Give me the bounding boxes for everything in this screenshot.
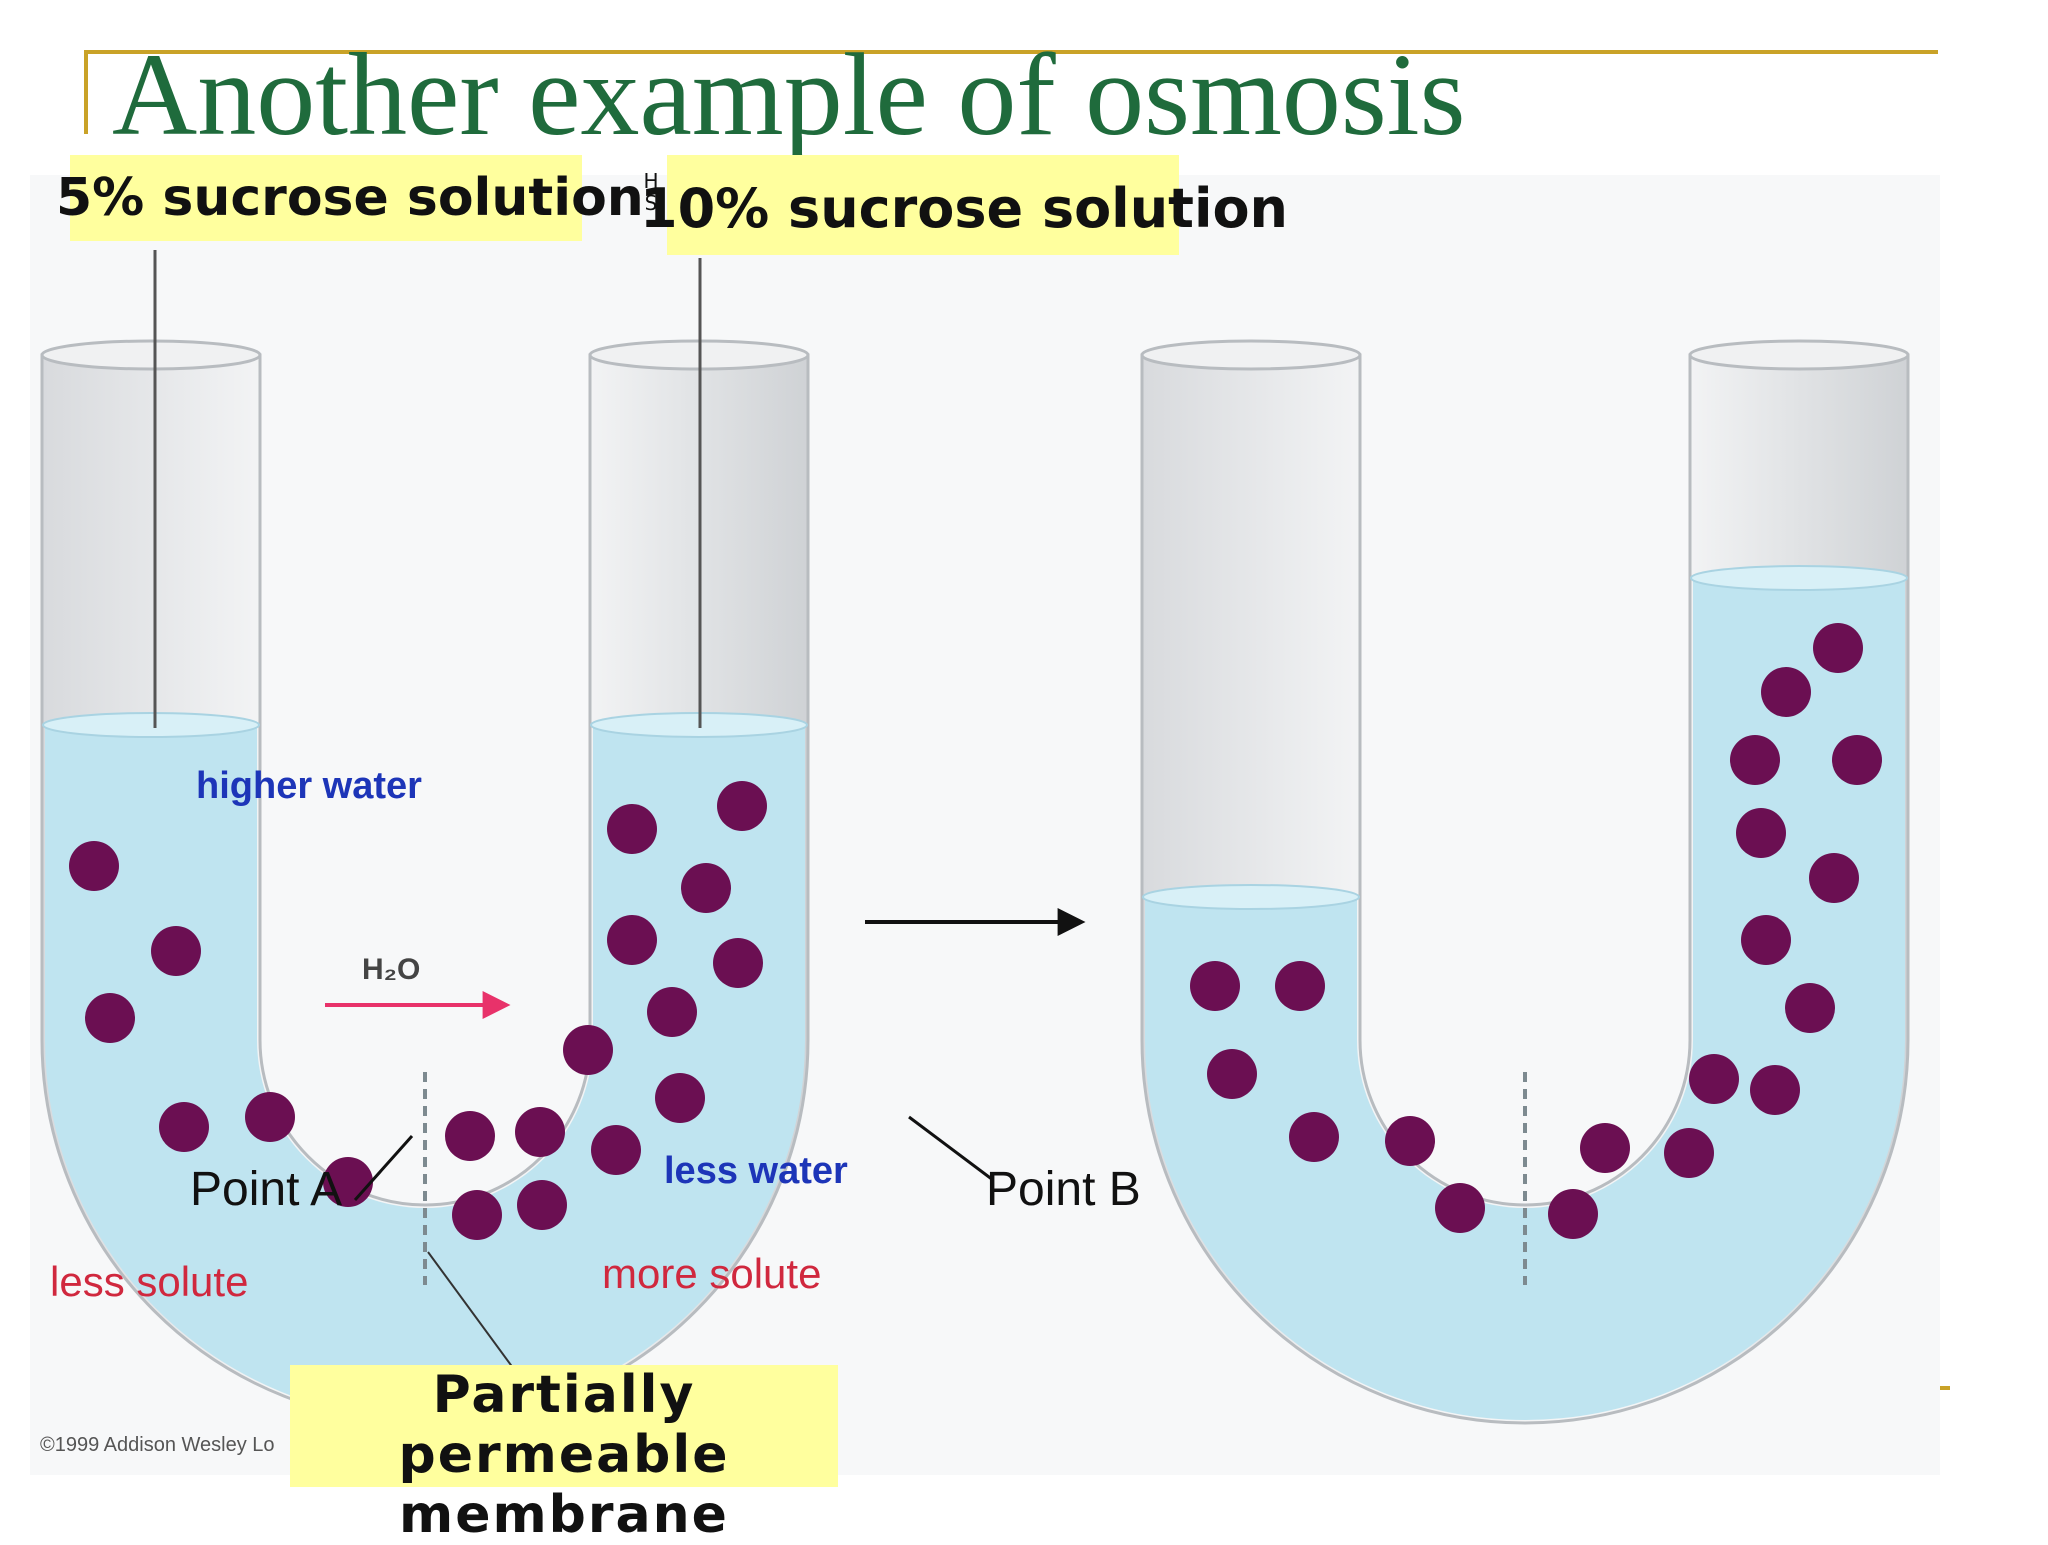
title-rule-left — [84, 50, 88, 134]
membrane-label-line2: membrane — [399, 1485, 729, 1545]
less-solute-label: less solute — [50, 1258, 249, 1305]
right-solution-label: 10% sucrose solution — [640, 177, 1288, 240]
title-rule — [84, 50, 1938, 54]
copyright-label: ©1999 Addison Wesley Lo — [40, 1434, 275, 1456]
more-solute-label: more solute — [602, 1250, 822, 1297]
leader-membrane — [427, 1251, 517, 1373]
solution-end — [1145, 578, 1905, 1420]
membrane-label-line1: Partially permeable — [398, 1365, 730, 1485]
leader-point-a — [353, 1135, 414, 1201]
point-a-label: Point A — [190, 1163, 343, 1216]
membrane-label: Partially permeable membrane — [290, 1365, 838, 1545]
left-solution-highlight — [70, 155, 582, 241]
u-tube-end — [1140, 339, 1910, 1425]
membrane-highlight — [290, 1365, 838, 1487]
higher-water-label: higher water — [196, 765, 422, 807]
right-solution-highlight — [667, 155, 1179, 255]
solute-particles-start — [69, 781, 767, 1240]
slide-title: Another example of osmosis — [112, 29, 1466, 160]
solute-particles-end — [1190, 623, 1882, 1239]
solution-start — [45, 725, 805, 1420]
corner-mark — [1932, 1386, 1950, 1390]
leader-point-b — [908, 1115, 994, 1182]
point-b-label: Point B — [986, 1163, 1141, 1216]
left-solution-label: 5% sucrose solution — [56, 168, 644, 228]
water-formula-label: H₂O — [362, 953, 421, 986]
less-water-label: less water — [664, 1150, 848, 1192]
